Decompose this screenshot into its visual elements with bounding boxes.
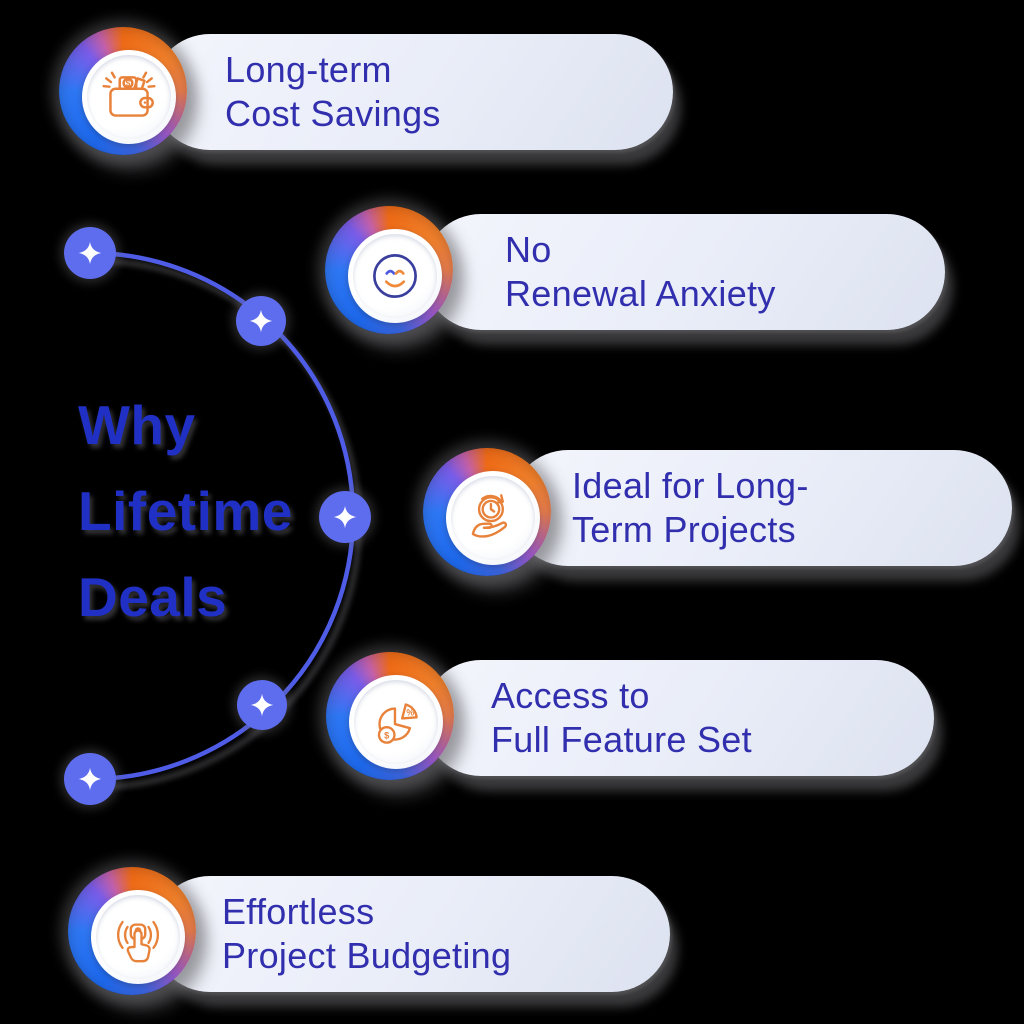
benefit-card-project-budgeting: Effortless Project Budgeting [152,876,670,992]
benefit-label: Access to [491,675,650,716]
svg-text:%: % [406,707,414,717]
hand-clock-icon [471,494,508,538]
benefit-badge: $ [59,27,187,155]
sparkle-node [237,680,287,730]
benefit-card-full-feature-set: Access to Full Feature Set [423,660,934,776]
page-title: Why Lifetime Deals [78,382,293,640]
benefit-label: No [505,229,552,270]
tap-finger-icon [116,920,160,963]
benefit-label: Effortless [222,891,375,932]
sparkle-node [236,296,286,346]
benefit-label: Full Feature Set [491,719,752,760]
wallet-icon: $ [102,71,156,117]
benefit-label: Renewal Anxiety [505,273,776,314]
benefit-label: Ideal for Long- [572,465,809,506]
benefit-card-long-term-projects: Ideal for Long- Term Projects [510,450,1012,566]
sparkle-icon [78,241,102,265]
title-line: Deals [78,566,228,628]
sparkle-icon [250,693,274,717]
sparkle-node [319,491,371,543]
sparkle-node [64,753,116,805]
benefit-badge [325,206,453,334]
svg-text:$: $ [384,730,390,740]
pie-chart-icon: % $ [377,703,418,744]
benefit-card-cost-savings: Long-term Cost Savings [152,34,673,150]
sparkle-icon [78,767,102,791]
smiley-icon [373,254,417,298]
benefit-label: Cost Savings [225,93,441,134]
benefit-label: Project Budgeting [222,935,512,976]
title-line: Why [78,394,196,456]
benefit-badge [423,448,551,576]
sparkle-icon [249,309,273,333]
svg-text:$: $ [126,79,131,88]
title-line: Lifetime [78,480,293,542]
sparkle-node [64,227,116,279]
benefit-badge [68,867,196,995]
benefit-badge: % $ [326,652,454,780]
benefit-label: Term Projects [572,509,796,550]
benefit-card-no-renewal-anxiety: No Renewal Anxiety [423,214,945,330]
benefit-label: Long-term [225,49,392,90]
sparkle-icon [333,505,357,529]
